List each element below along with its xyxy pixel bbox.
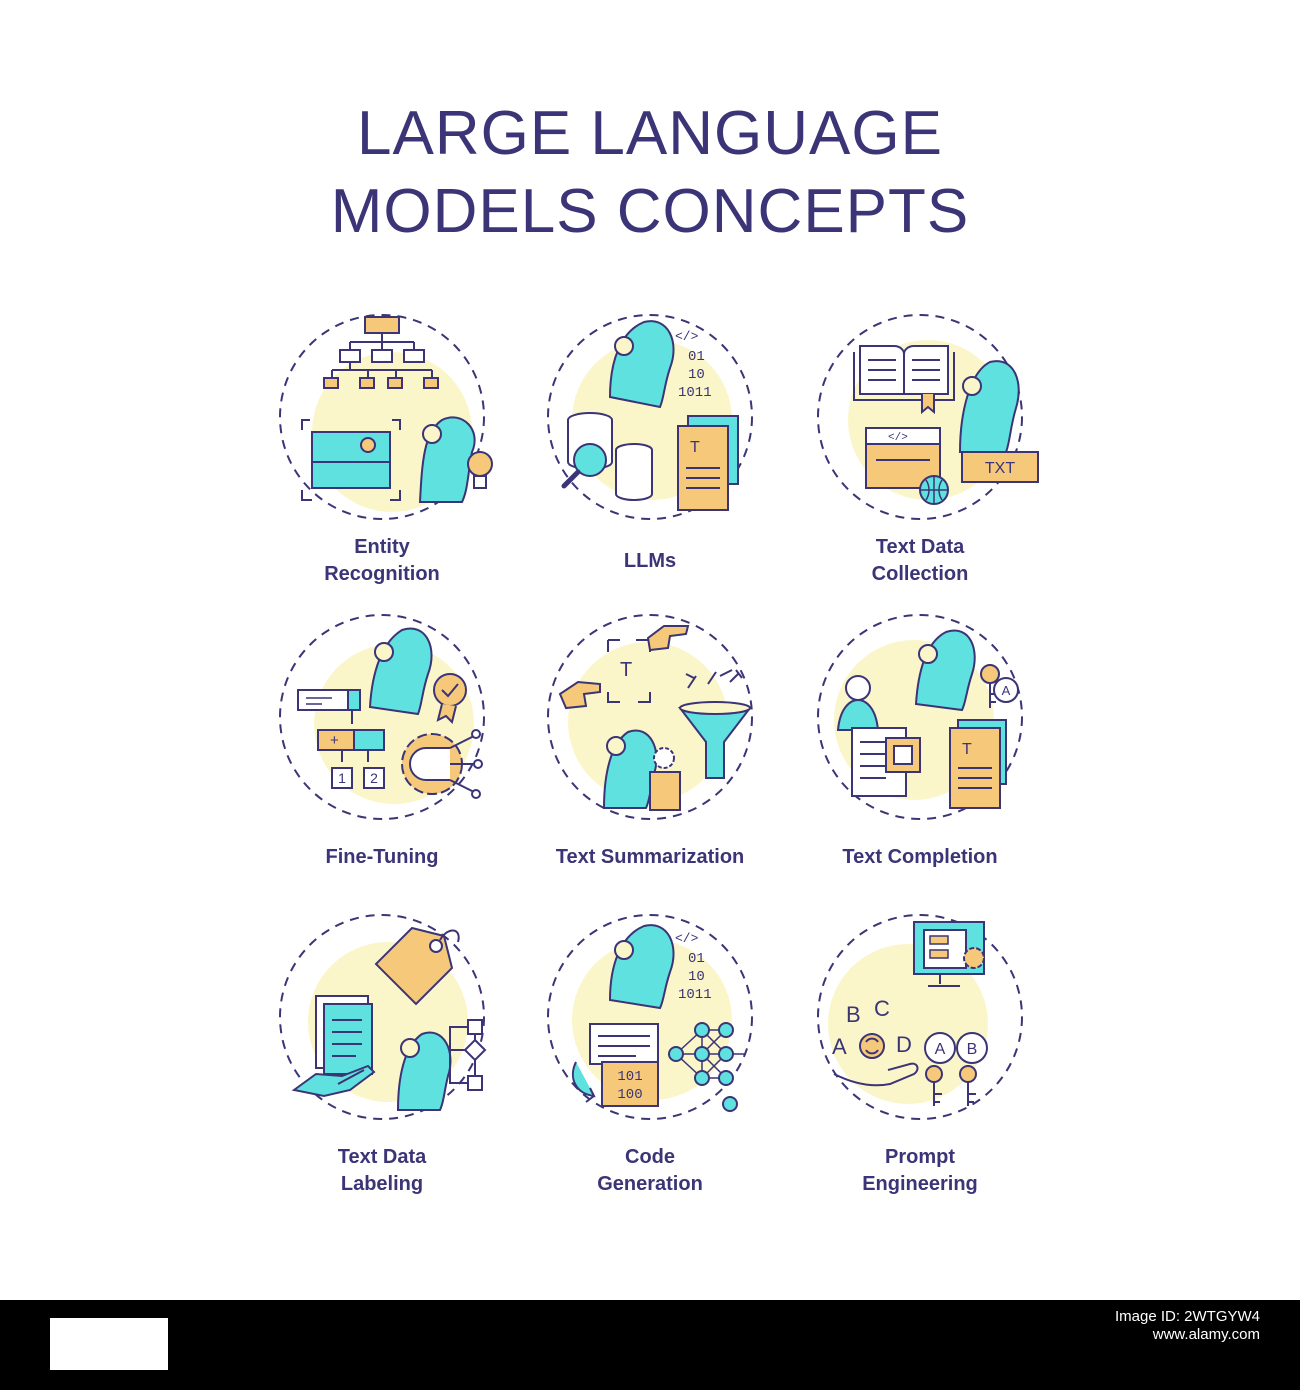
llms-icon: </> 01 10 1011 T (547, 314, 753, 520)
concept-card-text-summarization: T (520, 612, 780, 822)
concept-label-llms: LLMs (623, 550, 677, 572)
watermark-footer (0, 1300, 1300, 1390)
prompt-engineering-icon: B C A D A B (817, 914, 1023, 1120)
svg-text:T: T (962, 741, 972, 758)
code-generation-icon: </> 01 10 1011 101 100 (547, 914, 753, 1120)
fine-tuning-icon: + 1 2 (279, 614, 485, 820)
svg-text:A: A (1002, 683, 1011, 698)
svg-text:C: C (874, 996, 890, 1021)
svg-text:</>: </> (888, 432, 908, 444)
concept-card-text-completion: A T (790, 612, 1050, 822)
concept-card-llms: </> 01 10 1011 T (520, 312, 780, 522)
alamy-logo (50, 1318, 168, 1370)
site-url-text: www.alamy.com (1152, 1326, 1260, 1343)
concept-label-code-generation: Code Generation (597, 1146, 703, 1195)
txt-file-text: TXT (985, 460, 1015, 477)
image-id-text: Image ID: 2WTGYW4 (1114, 1308, 1260, 1325)
concept-label-text-completion: Text Completion (842, 846, 998, 868)
concept-card-code-generation: </> 01 10 1011 101 100 (520, 912, 780, 1122)
svg-text:100: 100 (617, 1087, 642, 1103)
concept-card-fine-tuning: + 1 2 (252, 612, 512, 822)
title-line-1: LARGE LANGUAGE (357, 99, 943, 168)
svg-text:01: 01 (688, 951, 705, 967)
watermark-info: Image ID: 2WTGYW4 www.alamy.com (1040, 1308, 1260, 1344)
concept-card-text-data-labeling (252, 912, 512, 1122)
concept-label-prompt-engineering: Prompt Engineering (862, 1146, 978, 1195)
svg-text:2: 2 (370, 770, 378, 786)
text-summarization-icon: T (547, 614, 753, 820)
svg-text:B: B (846, 1002, 861, 1027)
svg-text:D: D (896, 1032, 912, 1057)
svg-text:+: + (330, 732, 339, 749)
text-completion-icon: A T (817, 614, 1023, 820)
code-tag-text: </> (675, 329, 699, 344)
svg-text:</>: </> (675, 931, 699, 946)
title-line-2: MODELS CONCEPTS (330, 177, 970, 246)
svg-text:10: 10 (688, 969, 705, 985)
concept-label-entity-recognition: Entity Recognition (324, 536, 440, 585)
concept-card-entity-recognition (252, 312, 512, 522)
entity-recognition-icon (279, 314, 493, 520)
svg-text:B: B (967, 1041, 978, 1058)
svg-text:1011: 1011 (678, 987, 712, 1003)
svg-text:10: 10 (688, 367, 705, 383)
svg-text:101: 101 (617, 1069, 642, 1085)
alamy-logo-mark (50, 1318, 168, 1370)
svg-text:1011: 1011 (678, 385, 712, 401)
text-data-collection-icon: </> TXT (817, 314, 1039, 520)
concept-label-text-data-labeling: Text Data Labeling (337, 1146, 427, 1195)
svg-text:T: T (620, 659, 632, 681)
text-data-labeling-icon (279, 914, 487, 1120)
page-title: LARGE LANGUAGE MODELS CONCEPTS (0, 95, 1300, 251)
svg-text:A: A (935, 1041, 946, 1058)
concept-card-text-data-collection: </> TXT (790, 312, 1050, 522)
concept-label-fine-tuning: Fine-Tuning (325, 846, 439, 868)
concept-card-prompt-engineering: B C A D A B (790, 912, 1050, 1122)
svg-text:T: T (690, 439, 700, 456)
concept-label-text-data-collection: Text Data Collection (871, 536, 969, 585)
svg-text:01: 01 (688, 349, 705, 365)
concept-label-text-summarization: Text Summarization (555, 846, 745, 868)
svg-text:A: A (832, 1034, 847, 1059)
svg-text:1: 1 (338, 770, 346, 786)
